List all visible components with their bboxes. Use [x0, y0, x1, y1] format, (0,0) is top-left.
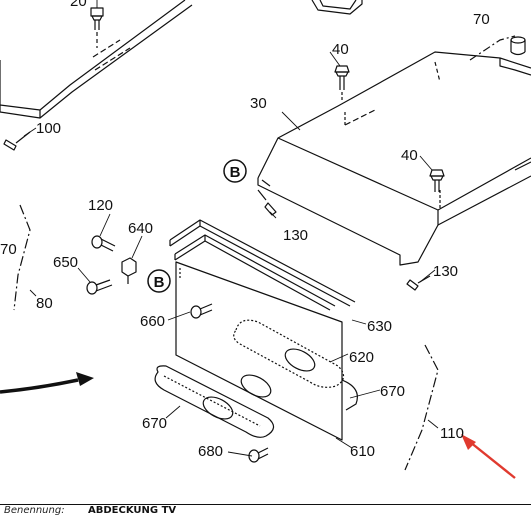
main-cover-30: [257, 35, 531, 266]
bolt-650: [86, 279, 113, 295]
bolt-20: [90, 7, 104, 48]
left-cover-panel: [0, 0, 193, 119]
callout-120: 120: [88, 197, 113, 214]
red-pointer-arrow: [461, 434, 516, 479]
screw-130-a: [257, 189, 277, 216]
screw-130-b: [406, 275, 431, 291]
callout-660: 660: [140, 313, 165, 330]
callout-640: 640: [128, 220, 153, 237]
bolt-40-b: [429, 169, 445, 192]
callout-610: 610: [350, 443, 375, 460]
callout-130-a: 130: [283, 227, 308, 244]
callout-70-b: 70: [0, 241, 17, 258]
screw-660: [190, 303, 213, 319]
leader-lines: [23, 0, 439, 457]
gasket-620: [233, 319, 345, 398]
top-housing: [311, 0, 363, 15]
callout-130-b: 130: [433, 263, 458, 280]
title-block: Benennung: ABDECKUNG TV: [0, 504, 531, 515]
direction-arrow: [0, 372, 94, 394]
bracket-640: [121, 257, 137, 284]
bolt-40-a: [334, 65, 350, 102]
callout-20: 20: [70, 0, 87, 10]
callout-630: 630: [367, 318, 392, 335]
callout-680: 680: [198, 443, 223, 460]
part-70-cylinder: [510, 36, 526, 56]
callout-670-a: 670: [380, 383, 405, 400]
marker-b-1: B: [223, 159, 247, 183]
callout-110: 110: [440, 425, 464, 442]
outline-80: [13, 204, 31, 311]
outline-110: [404, 344, 439, 471]
callout-30: 30: [250, 95, 267, 112]
callout-40-a: 40: [332, 41, 349, 58]
callout-40-b: 40: [401, 147, 418, 164]
gasket-670-right: [341, 379, 358, 411]
marker-b-2-label: B: [154, 274, 165, 291]
title-block-value: ABDECKUNG TV: [88, 505, 177, 515]
callout-670-b: 670: [142, 415, 167, 432]
title-block-label: Benennung:: [4, 505, 65, 515]
screw-680: [248, 447, 269, 463]
callout-80: 80: [36, 295, 53, 312]
callout-620: 620: [349, 349, 374, 366]
bolt-120: [91, 235, 116, 252]
callout-100: 100: [36, 120, 61, 137]
rails-630: [169, 219, 356, 311]
marker-b-1-label: B: [230, 164, 241, 181]
callout-650: 650: [53, 254, 78, 271]
gasket-670-left: [154, 365, 275, 438]
plate-610: [175, 261, 343, 441]
callout-70-a: 70: [473, 11, 490, 28]
marker-b-2: B: [147, 269, 171, 293]
